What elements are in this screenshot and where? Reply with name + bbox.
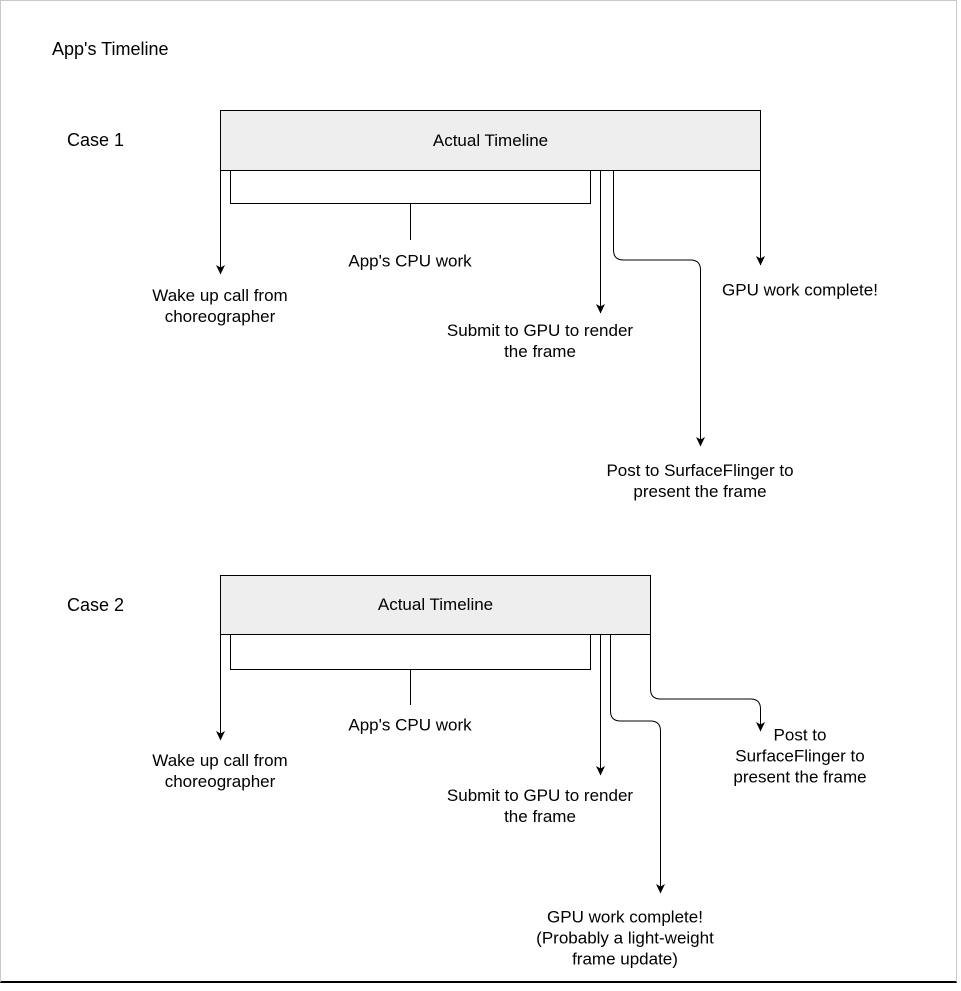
case1-submit-gpu-annotation: Submit to GPU to render the frame <box>446 321 634 361</box>
case1-actual-timeline-label: Actual Timeline <box>432 130 549 150</box>
case2-actual-timeline-box: Actual Timeline <box>220 575 651 635</box>
page-title: App's Timeline <box>52 39 169 59</box>
case2-actual-timeline-label: Actual Timeline <box>377 595 494 614</box>
case1-wakeup-annotation: Wake up call from choreographer <box>152 286 288 326</box>
case1-cpu-work-annotation: App's CPU work <box>348 251 472 271</box>
case2-gpu-complete-annotation: GPU work complete! (Probably a light-wei… <box>536 907 714 969</box>
case1-actual-timeline-box: Actual Timeline <box>220 110 761 171</box>
case2-cpu-work-annotation: App's CPU work <box>348 715 472 735</box>
case1-post-surfaceflinger-annotation: Post to SurfaceFlinger to present the fr… <box>606 461 794 501</box>
case2-wakeup-annotation: Wake up call from choreographer <box>152 751 288 791</box>
case1-label: Case 1 <box>67 130 125 150</box>
case2-submit-gpu-annotation: Submit to GPU to render the frame <box>446 786 634 826</box>
case1-gpu-complete-annotation: GPU work complete! <box>722 280 878 300</box>
case2-post-surfaceflinger-annotation: Post to SurfaceFlinger to present the fr… <box>733 725 867 787</box>
case2-label: Case 2 <box>67 595 125 615</box>
